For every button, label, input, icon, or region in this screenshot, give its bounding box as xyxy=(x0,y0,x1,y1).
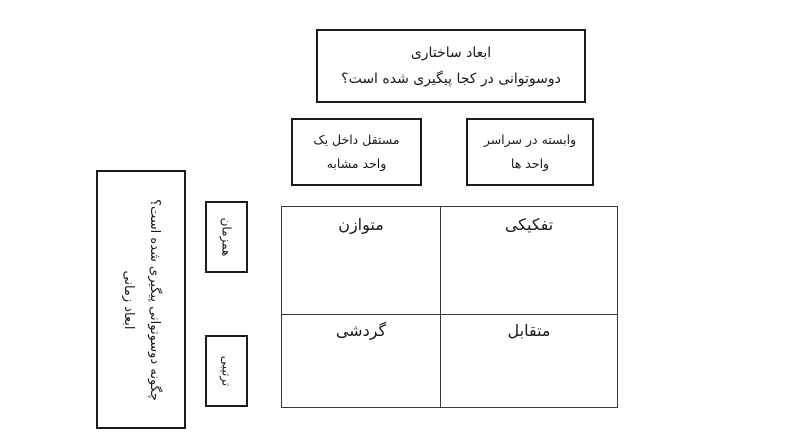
matrix-cell-label: تفکیکی xyxy=(504,215,554,234)
row-header-simultaneous: همزمان xyxy=(205,201,248,273)
column-header-line-2: واحد ها xyxy=(510,156,550,171)
matrix-cell-label: گردشی xyxy=(335,321,387,340)
temporal-dimension-box: چگونه دوسوتوانی پیگیری شده است؟ ابعاد زم… xyxy=(96,170,186,429)
ambidexterity-matrix: تفکیکی متوازن متقابل گردشی xyxy=(281,206,618,408)
column-header-line-1: وابسته در سراسر xyxy=(483,132,577,147)
column-header-line-2: واحد مشابه xyxy=(326,156,387,171)
matrix-cell-cyclical: گردشی xyxy=(282,315,440,407)
column-header-line-1: مستقل داخل یک xyxy=(313,132,400,147)
temporal-dimension-question: چگونه دوسوتوانی پیگیری شده است؟ xyxy=(147,198,162,401)
structural-dimension-title: ابعاد ساختاری xyxy=(410,45,492,61)
structural-dimension-question: دوسوتوانی در کجا پیگیری شده است؟ xyxy=(341,71,561,87)
matrix-cell-label: متقابل xyxy=(507,321,551,340)
matrix-cell-structural: تفکیکی xyxy=(440,207,617,315)
column-header-interdependent: وابسته در سراسر واحد ها xyxy=(466,118,594,186)
row-header-label: همزمان xyxy=(219,217,234,257)
matrix-cell-reciprocal: متقابل xyxy=(440,315,617,407)
row-header-label: ترتیبی xyxy=(219,355,234,387)
temporal-dimension-title: ابعاد زمانی xyxy=(121,269,136,330)
row-header-sequential: ترتیبی xyxy=(205,335,248,407)
matrix-cell-label: متوازن xyxy=(338,215,384,234)
matrix-cell-balanced: متوازن xyxy=(282,207,440,315)
structural-dimension-box: ابعاد ساختاری دوسوتوانی در کجا پیگیری شد… xyxy=(316,29,586,103)
column-header-independent: مستقل داخل یک واحد مشابه xyxy=(291,118,422,186)
